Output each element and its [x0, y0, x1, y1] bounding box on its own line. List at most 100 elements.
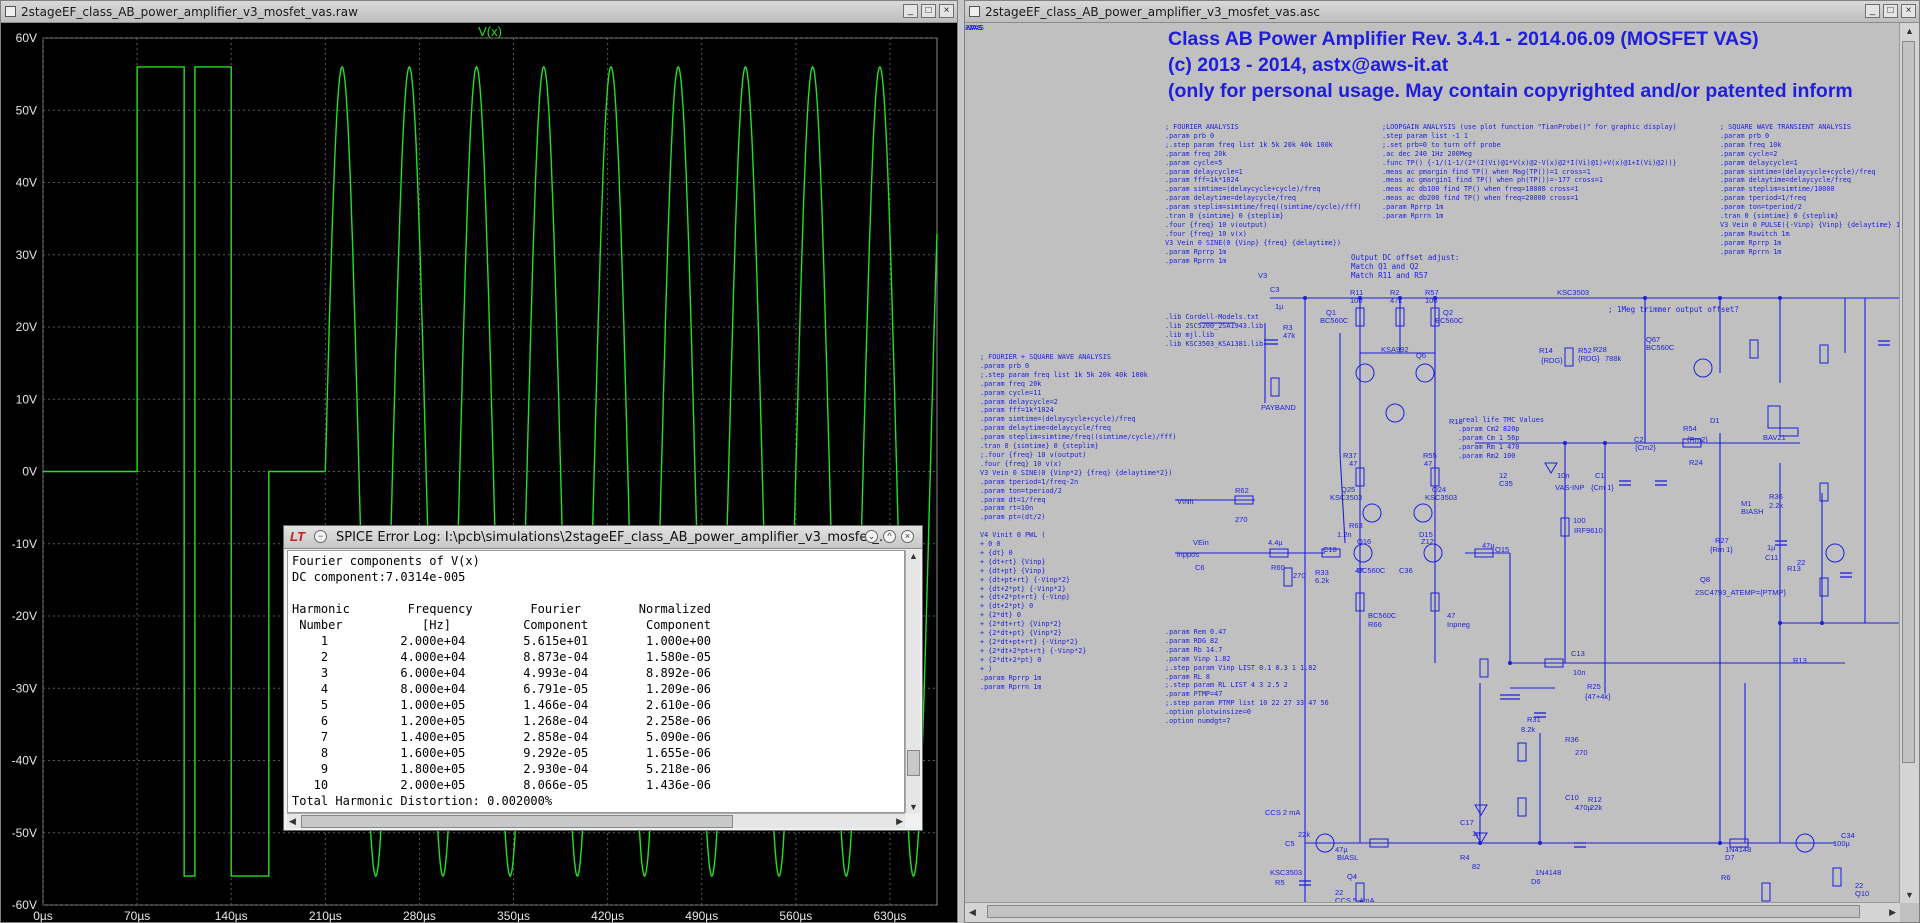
component-label[interactable]: M1 [1741, 499, 1752, 508]
component-label[interactable]: {47+4k} [1585, 692, 1611, 701]
component-label[interactable]: 270 [1293, 571, 1306, 580]
scroll-right-arrow[interactable]: ▶ [1889, 907, 1896, 917]
component-label[interactable]: VINIt [1177, 497, 1194, 506]
component-label[interactable]: Q16 [1357, 537, 1372, 546]
component-label[interactable]: R24 [1689, 458, 1703, 467]
component-label[interactable]: Q6 [1416, 351, 1427, 360]
component-label[interactable]: D15 [1419, 530, 1433, 539]
component-label[interactable]: R28 [1593, 345, 1607, 354]
component-label[interactable]: R33 [1315, 568, 1329, 577]
component-label[interactable]: R62 [1235, 486, 1249, 495]
component-label[interactable]: Z12 [1421, 537, 1434, 546]
component-label[interactable]: IRF9610 [1574, 526, 1603, 535]
component-label[interactable]: C2 [1634, 435, 1644, 444]
component-label[interactable]: R11 [1350, 288, 1364, 297]
component-label[interactable]: R13 [1793, 656, 1807, 665]
component-label[interactable]: Q67 [1646, 335, 1661, 344]
vertical-scroll-thumb[interactable] [1902, 41, 1915, 763]
component-label[interactable]: VEin [1193, 538, 1209, 547]
horizontal-scroll-thumb[interactable] [301, 815, 733, 828]
component-label[interactable]: Q1 [1326, 308, 1337, 317]
component-label[interactable]: C5 [1285, 839, 1295, 848]
component-label[interactable]: 27 [965, 23, 974, 32]
component-label[interactable]: 47 [1355, 566, 1364, 575]
component-label[interactable]: 82 [1472, 862, 1481, 871]
scroll-down-arrow[interactable]: ▼ [1905, 890, 1914, 900]
component-label[interactable]: 47k [1390, 296, 1403, 305]
component-label[interactable]: Q25 [1341, 485, 1356, 494]
component-label[interactable]: Q10 [1855, 889, 1870, 898]
spice-log-text-area[interactable]: Fourier components of V(x) DC component:… [287, 550, 905, 813]
component-label[interactable]: D7 [1725, 853, 1735, 862]
component-label[interactable]: 2.2k [1769, 501, 1784, 510]
fourier-square-directive[interactable]: ; FOURIER + SQUARE WAVE ANALYSIS .param … [980, 353, 1177, 691]
component-label[interactable]: R27 [1715, 536, 1729, 545]
component-label[interactable]: KSA992 [1381, 345, 1409, 354]
component-label[interactable]: 100 [1425, 296, 1438, 305]
component-label[interactable]: 1N4148 [1535, 868, 1562, 877]
component-label[interactable]: V3 [1258, 271, 1268, 280]
trace-name-label[interactable]: V(x) [478, 24, 502, 39]
component-label[interactable]: BAV21 [1763, 433, 1786, 442]
component-label[interactable]: C18 [1323, 545, 1337, 554]
component-label[interactable]: 1µ [1472, 829, 1481, 838]
lib-directive[interactable]: .lib Cordell-Models.txt .lib 2SC5200_2SA… [1165, 313, 1264, 348]
component-label[interactable]: Q15 [1495, 545, 1510, 554]
component-label[interactable]: 100 [1350, 296, 1363, 305]
component-label[interactable]: C35 [1499, 479, 1513, 488]
component-label[interactable]: 100µ [1833, 839, 1850, 848]
component-label[interactable]: {Rm2} [1687, 435, 1708, 444]
component-label[interactable]: CCS 2 mA [1265, 808, 1301, 817]
maximize-button[interactable]: □ [1883, 4, 1898, 18]
component-label[interactable]: R14 [1539, 346, 1553, 355]
component-label[interactable]: R31 [1527, 715, 1541, 724]
close-dialog-button[interactable]: × [901, 530, 914, 543]
tmc-directive[interactable]: ;real life TMC Values .param Cm2 820p .p… [1458, 416, 1544, 460]
component-label[interactable]: D6 [1531, 877, 1541, 886]
component-label[interactable]: R6 [1721, 873, 1731, 882]
component-label[interactable]: 270 [1235, 515, 1248, 524]
component-label[interactable]: C11 [1765, 553, 1779, 562]
component-label[interactable]: KSC3503 [1425, 493, 1458, 502]
component-label[interactable]: 47k [1283, 331, 1296, 340]
component-label[interactable]: R13 [1787, 564, 1801, 573]
scroll-left-arrow[interactable]: ◀ [969, 907, 976, 917]
component-label[interactable]: -VAS [965, 23, 982, 32]
component-label[interactable]: 100 [1573, 516, 1586, 525]
component-label[interactable]: BIASH [1741, 507, 1764, 516]
plot-window-titlebar[interactable]: 2stageEF_class_AB_power_amplifier_v3_mos… [1, 1, 957, 23]
component-label[interactable]: C3 [1270, 285, 1280, 294]
component-label[interactable]: R4 [1460, 853, 1470, 862]
component-label[interactable]: VAS-INP [1555, 483, 1585, 492]
component-label[interactable]: 47µ [1482, 541, 1495, 550]
square-wave-directive[interactable]: ; SQUARE WAVE TRANSIENT ANALYSIS .param … [1720, 123, 1900, 256]
spice-log-horizontal-scrollbar[interactable]: ◀ ▶ [287, 813, 905, 828]
component-label[interactable]: R25 [1587, 682, 1601, 691]
scroll-up-arrow[interactable]: ▲ [909, 551, 918, 561]
component-label[interactable]: 1µ [1767, 543, 1776, 552]
component-label[interactable]: {Cm 1} [1591, 483, 1614, 492]
scroll-up-arrow[interactable]: ▲ [1905, 26, 1914, 36]
component-label[interactable]: C34 [1841, 831, 1855, 840]
component-label[interactable]: {Rm 1} [1710, 545, 1733, 554]
component-label[interactable]: R54 [1683, 424, 1697, 433]
component-label[interactable]: R52 [1578, 346, 1592, 355]
close-button[interactable]: × [1901, 4, 1916, 18]
component-label[interactable]: R55 [1423, 451, 1437, 460]
component-label[interactable]: Inpneg [1447, 620, 1470, 629]
component-label[interactable]: PAYBAND [1261, 403, 1296, 412]
component-label[interactable]: 22 [1855, 881, 1864, 890]
component-label[interactable]: BC560C [1368, 611, 1397, 620]
component-label[interactable]: 4.4µ [1268, 538, 1283, 547]
collapse-button[interactable]: ⌄ [865, 530, 878, 543]
expand-button[interactable]: ^ [883, 530, 896, 543]
component-label[interactable]: R12 [1588, 795, 1602, 804]
component-label[interactable]: KSC3503 [1330, 493, 1363, 502]
horizontal-scroll-thumb[interactable] [987, 905, 1860, 918]
component-label[interactable]: inppos [1177, 550, 1200, 559]
component-label[interactable]: Q24 [1432, 485, 1447, 494]
component-label[interactable]: {RDG} [1578, 354, 1600, 363]
schematic-canvas[interactable]: Class AB Power Amplifier Rev. 3.4.1 - 20… [965, 23, 1900, 903]
component-label[interactable]: 270 [1575, 748, 1588, 757]
component-label[interactable]: R66 [1368, 620, 1382, 629]
